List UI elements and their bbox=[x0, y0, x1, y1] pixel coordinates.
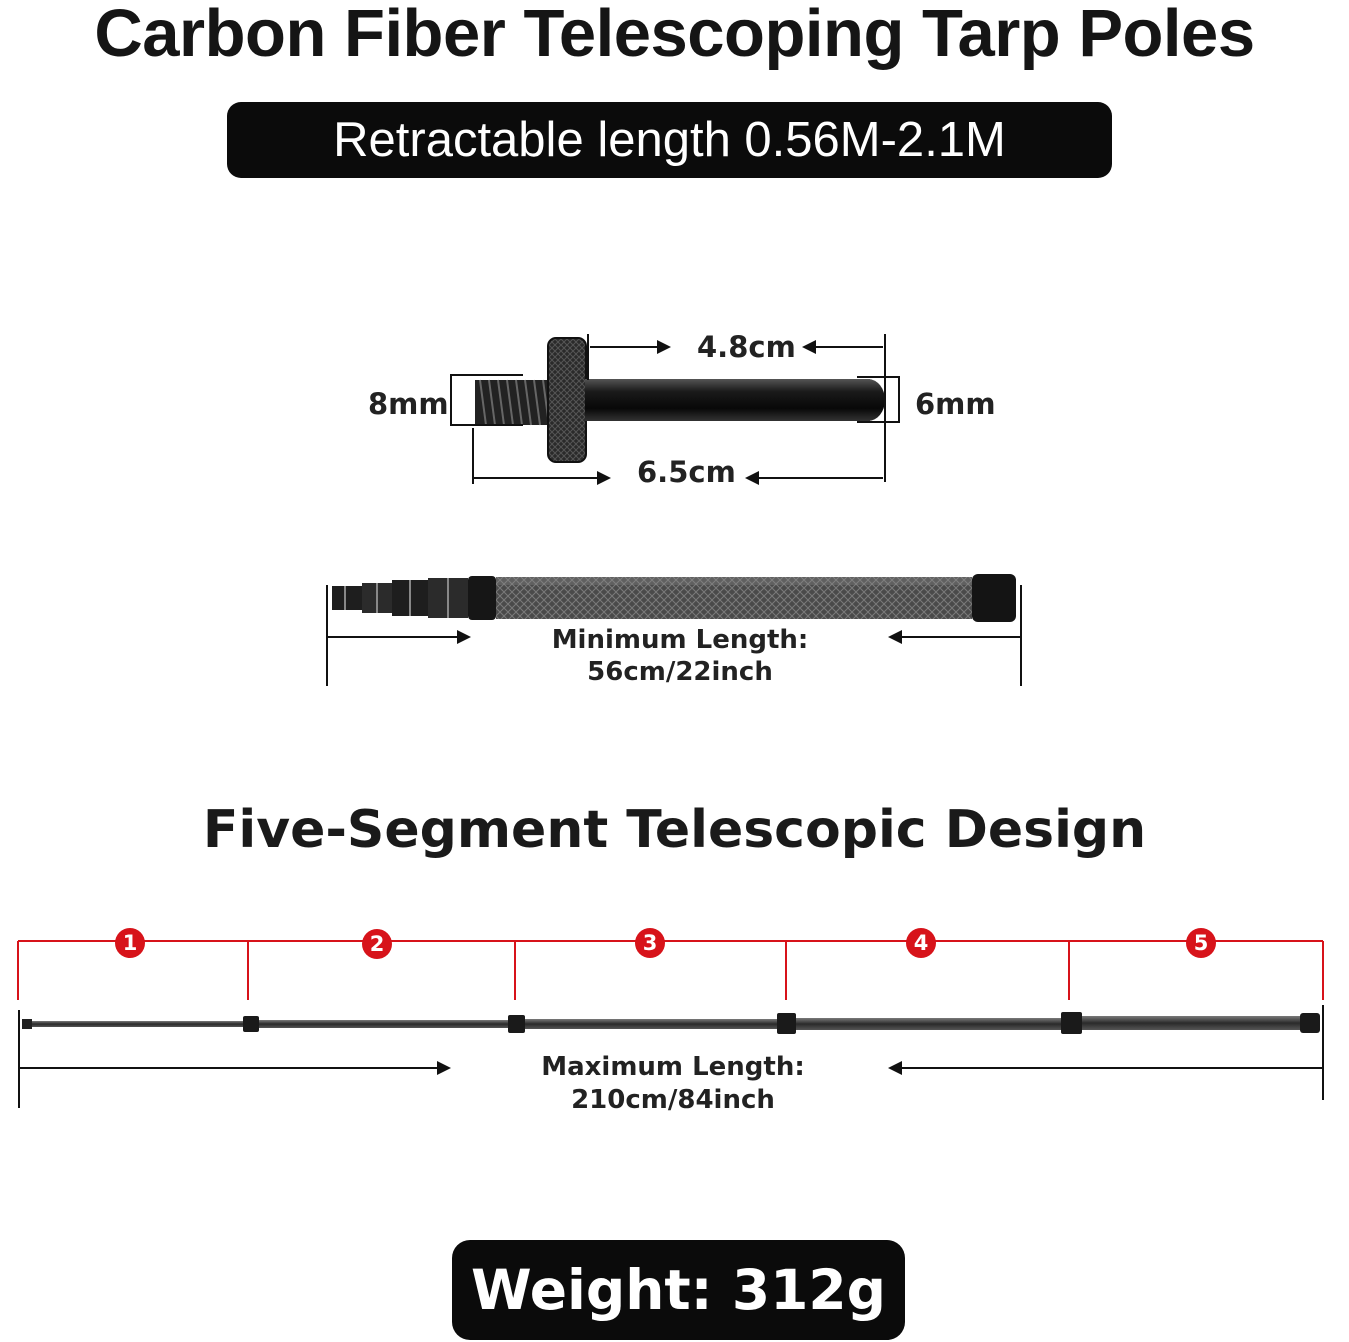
maximum-length-value: 210cm/84inch bbox=[571, 1085, 775, 1115]
segment-badge-2: 2 bbox=[362, 929, 392, 959]
segment-bracket-lines bbox=[17, 940, 1324, 1000]
five-segment-heading: Five-Segment Telescopic Design bbox=[202, 800, 1147, 860]
extended-pole-drawing bbox=[22, 1012, 1320, 1034]
tip-diameter-label: 6mm bbox=[915, 387, 996, 421]
rod-length-label: 4.8cm bbox=[697, 330, 796, 364]
maximum-length-label: Maximum Length: bbox=[541, 1052, 805, 1082]
segment-badge-5: 5 bbox=[1186, 928, 1216, 958]
retractable-length-banner: Retractable length 0.56M-2.1M bbox=[227, 102, 1112, 178]
segment-badge-4: 4 bbox=[906, 928, 936, 958]
thread-diameter-label: 8mm bbox=[368, 387, 449, 421]
extended-dimension-lines bbox=[18, 1005, 1324, 1108]
collapsed-dimension-lines bbox=[326, 585, 1022, 686]
screw-spike-drawing bbox=[475, 337, 885, 463]
minimum-length-value: 56cm/22inch bbox=[587, 657, 773, 687]
page-title: Carbon Fiber Telescoping Tarp Poles bbox=[94, 0, 1255, 71]
segment-badge-1: 1 bbox=[115, 928, 145, 958]
minimum-length-label: Minimum Length: bbox=[551, 625, 809, 655]
screw-dimension-lines bbox=[450, 334, 900, 484]
segment-badge-3: 3 bbox=[635, 928, 665, 958]
weight-badge: Weight: 312g bbox=[452, 1240, 905, 1340]
total-screw-length-label: 6.5cm bbox=[637, 455, 736, 489]
collapsed-pole-drawing bbox=[332, 574, 1016, 622]
